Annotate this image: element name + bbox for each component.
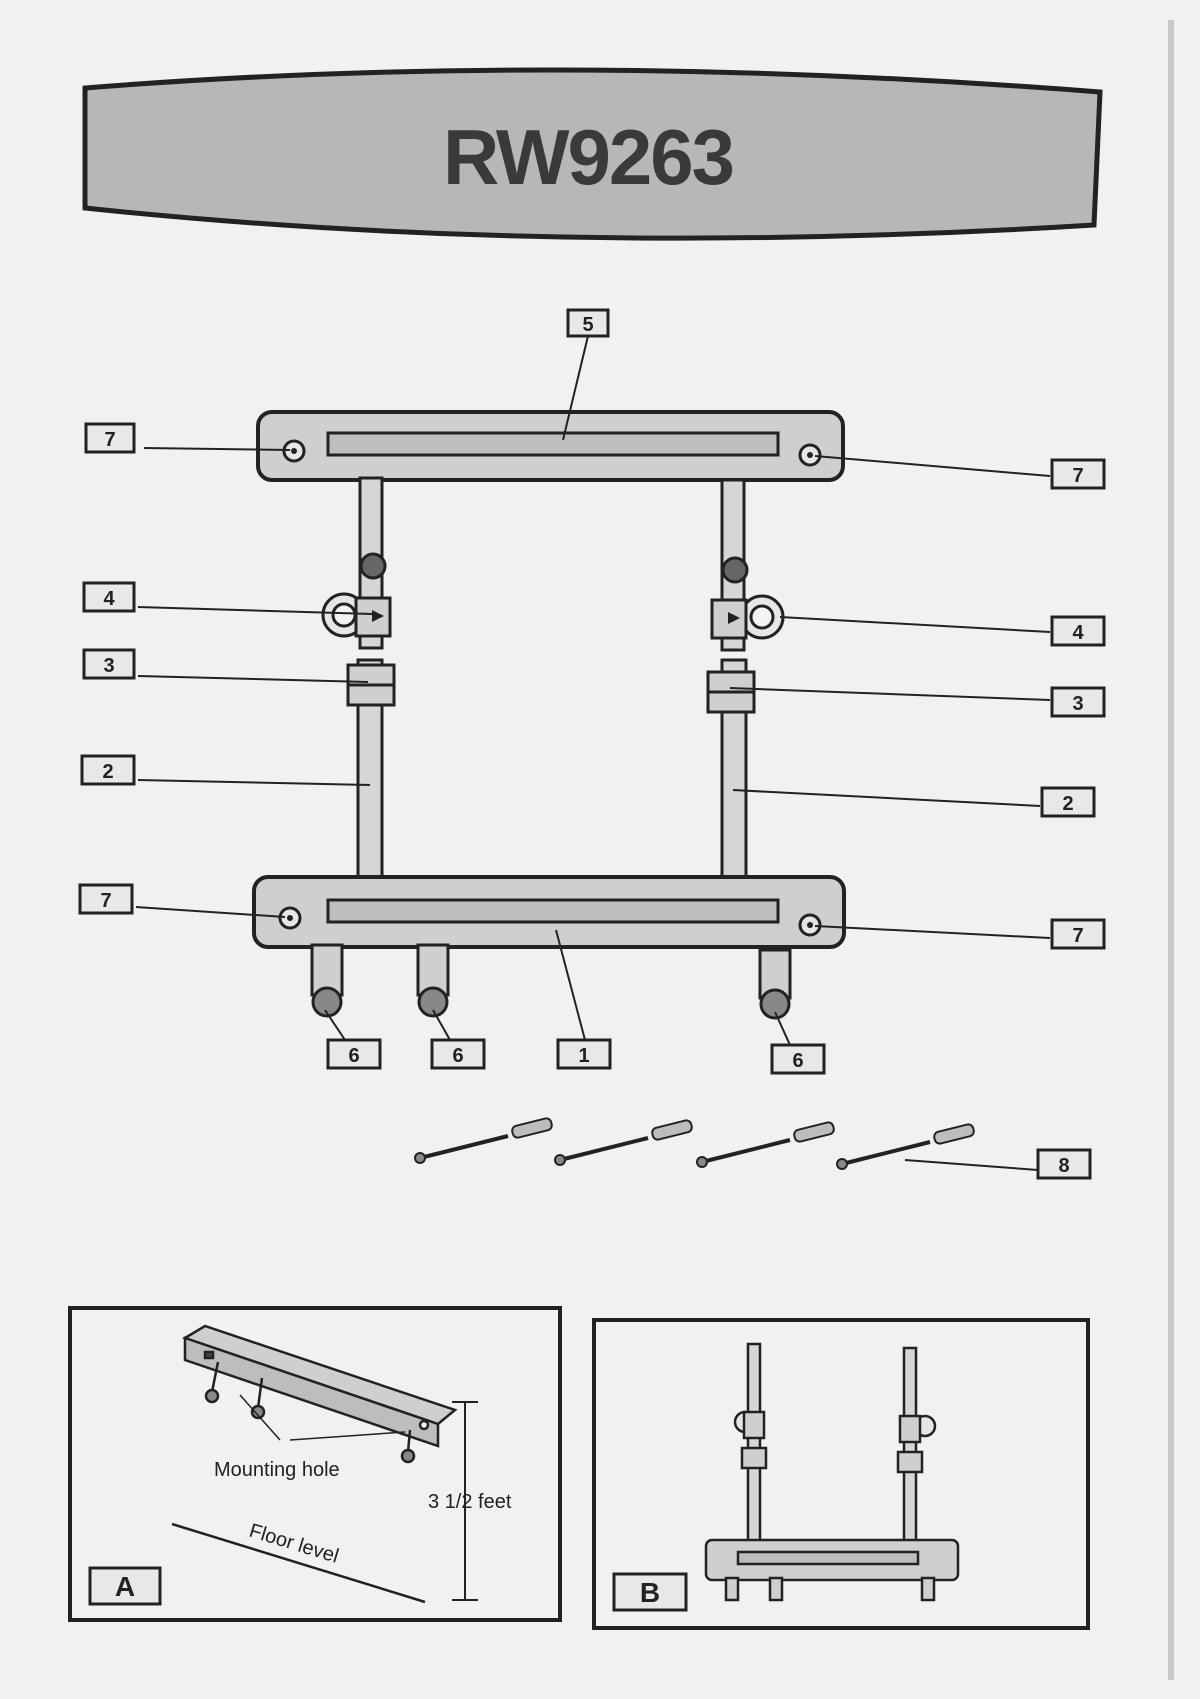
peg-right <box>758 948 792 1020</box>
callout-4-right: 4 <box>1050 615 1106 647</box>
svg-text:5: 5 <box>582 314 593 336</box>
height-dimension <box>452 1401 478 1601</box>
svg-text:6: 6 <box>348 1045 359 1067</box>
screw-anchor-set <box>414 1117 975 1170</box>
svg-text:3: 3 <box>103 655 114 677</box>
svg-text:A: A <box>115 1571 135 1602</box>
svg-text:7: 7 <box>1072 925 1083 947</box>
screw-anchor-3 <box>696 1121 835 1168</box>
svg-text:4: 4 <box>1072 622 1084 644</box>
callout-5: 5 <box>566 308 610 338</box>
banner-shape <box>82 67 1103 241</box>
peg-middle <box>416 943 450 1018</box>
page-edge-shadow <box>1168 20 1174 1680</box>
callout-7-top-left: 7 <box>84 422 136 454</box>
callout-8: 8 <box>1036 1148 1092 1180</box>
callouts: 5 7 7 4 4 3 3 2 <box>78 308 1106 1180</box>
title-banner: RW9263 <box>82 67 1103 241</box>
inset-b: B <box>592 1318 1090 1630</box>
callout-3-left: 3 <box>82 648 136 680</box>
callout-6-middle: 6 <box>430 1038 486 1070</box>
callout-6-right: 6 <box>770 1043 826 1075</box>
floor-line <box>171 1522 426 1604</box>
callout-2-left: 2 <box>80 754 136 786</box>
svg-text:7: 7 <box>1072 465 1083 487</box>
peg-left <box>310 943 344 1018</box>
callout-4-left: 4 <box>82 581 136 613</box>
callout-3-right: 3 <box>1050 686 1106 718</box>
svg-text:3: 3 <box>1072 693 1083 715</box>
svg-text:7: 7 <box>104 429 115 451</box>
mounting-hole-label: Mounting hole <box>214 1459 340 1481</box>
left-top-knob <box>359 552 387 580</box>
screw-anchor-2 <box>554 1119 693 1166</box>
svg-text:8: 8 <box>1058 1155 1069 1177</box>
right-top-knob <box>721 556 749 584</box>
bottom-rail-slot <box>326 898 780 924</box>
inset-a-tag: A <box>88 1566 162 1606</box>
svg-text:1: 1 <box>578 1045 589 1067</box>
callout-6-left: 6 <box>326 1038 382 1070</box>
inset-b-assembly <box>704 1342 960 1602</box>
inset-a-rail <box>182 1324 458 1464</box>
svg-text:6: 6 <box>792 1050 803 1072</box>
svg-text:4: 4 <box>103 588 115 610</box>
callout-7-bottom-left: 7 <box>78 883 134 915</box>
rack-assembly <box>252 410 846 1020</box>
callout-7-top-right: 7 <box>1050 458 1106 490</box>
svg-text:2: 2 <box>1062 793 1073 815</box>
callout-7-bottom-right: 7 <box>1050 918 1106 950</box>
screw-anchor-4 <box>836 1123 975 1170</box>
top-rail-slot <box>326 431 780 457</box>
model-number: RW9263 <box>443 113 733 201</box>
svg-text:B: B <box>640 1577 660 1608</box>
inset-a: Mounting hole 3 1/2 feet Floor level A <box>68 1306 562 1622</box>
svg-text:2: 2 <box>102 761 113 783</box>
svg-text:6: 6 <box>452 1045 463 1067</box>
callout-2-right: 2 <box>1040 786 1096 818</box>
inset-b-tag: B <box>612 1572 688 1612</box>
height-label: 3 1/2 feet <box>428 1491 512 1513</box>
screw-anchor-1 <box>414 1117 553 1164</box>
leader-lines <box>135 335 1051 1171</box>
svg-text:7: 7 <box>100 890 111 912</box>
callout-1: 1 <box>556 1038 612 1070</box>
